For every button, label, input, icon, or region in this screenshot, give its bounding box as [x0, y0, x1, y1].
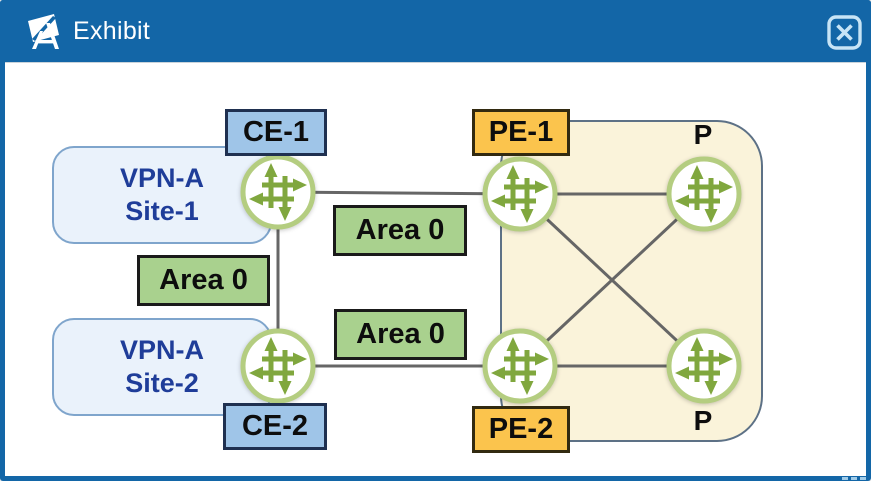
site-2-line-1: VPN-A: [119, 335, 204, 365]
easel-logo-icon: [28, 14, 59, 49]
window-title: Exhibit: [73, 16, 151, 45]
vpn-a-site-2-box: VPN-A Site-2: [52, 318, 272, 416]
area-0-label-top: Area 0: [333, 205, 467, 256]
titlebar: Exhibit: [0, 0, 871, 62]
area-0-label-left: Area 0: [137, 255, 270, 306]
resize-grip[interactable]: [842, 477, 866, 480]
p-bottom-label: P: [693, 405, 713, 436]
link-ce-1-pe-1: [277, 190, 521, 196]
ce-2-label: CE-2: [223, 403, 327, 450]
close-button[interactable]: [827, 15, 862, 50]
site-1-line-2: Site-1: [125, 196, 199, 226]
pe-1-label: PE-1: [472, 109, 570, 156]
router-icon-ce-1: [238, 152, 318, 232]
router-icon-p-top: [664, 154, 744, 234]
link-pe-2-p-top: [518, 192, 706, 368]
site-2-line-2: Site-2: [125, 368, 199, 398]
router-icon-pe-2: [480, 326, 560, 406]
vpn-a-site-1-box: VPN-A Site-1: [52, 146, 272, 244]
router-icon-p-bottom: [664, 326, 744, 406]
ce-1-label: CE-1: [225, 109, 327, 156]
p-top-label: P: [693, 119, 713, 150]
close-icon: [827, 15, 862, 50]
site-1-line-1: VPN-A: [119, 163, 204, 193]
router-icon-pe-1: [480, 154, 560, 234]
area-0-label-bottom: Area 0: [334, 309, 467, 360]
router-icon-ce-2: [238, 326, 318, 406]
pe-2-label: PE-2: [472, 406, 570, 453]
